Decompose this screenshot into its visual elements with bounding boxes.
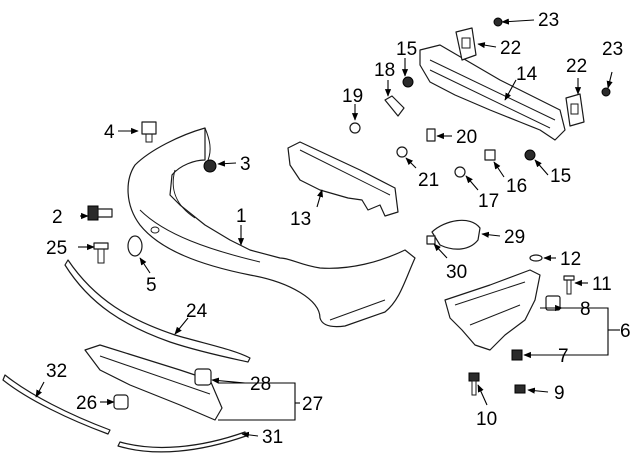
label-14: 14 — [516, 64, 538, 85]
screw-7[interactable] — [511, 349, 523, 361]
label-15-upper: 15 — [396, 39, 417, 60]
clip-16[interactable] — [484, 149, 496, 161]
callout-labels: 1 2 3 4 5 6 7 8 9 10 11 12 13 14 15 15 1… — [46, 10, 631, 448]
label-26: 26 — [76, 393, 97, 414]
label-6: 6 — [620, 321, 631, 342]
bolt-15b[interactable] — [524, 149, 536, 161]
bolt-11[interactable] — [563, 275, 575, 295]
label-13: 13 — [290, 209, 311, 230]
reinforcement-beam[interactable] — [419, 44, 566, 141]
bolt-3[interactable] — [203, 159, 217, 173]
screw-19[interactable] — [349, 122, 361, 134]
energy-absorber[interactable] — [287, 141, 399, 217]
label-30: 30 — [446, 262, 467, 283]
bolt-23b[interactable] — [601, 87, 611, 97]
label-11: 11 — [592, 274, 612, 295]
label-2: 2 — [52, 207, 63, 228]
screw-17[interactable] — [454, 166, 466, 178]
bolt-23a[interactable] — [493, 17, 503, 27]
screw-25[interactable] — [93, 242, 109, 264]
nut-26[interactable] — [113, 394, 129, 410]
label-15-lower: 15 — [550, 166, 571, 187]
side-bracket[interactable] — [431, 219, 481, 250]
clip-20[interactable] — [426, 128, 436, 142]
grommet-5[interactable] — [127, 235, 143, 257]
bracket-right[interactable] — [565, 93, 585, 127]
label-18: 18 — [374, 60, 395, 81]
bumper-cover[interactable] — [127, 127, 416, 328]
label-9: 9 — [554, 383, 565, 404]
label-29: 29 — [504, 227, 525, 248]
clip-12[interactable] — [529, 254, 543, 262]
label-7: 7 — [558, 346, 569, 367]
label-24: 24 — [186, 301, 208, 322]
label-5: 5 — [146, 275, 157, 296]
label-19: 19 — [342, 86, 363, 107]
label-31: 31 — [262, 427, 283, 448]
label-25: 25 — [46, 238, 67, 259]
clip-18[interactable] — [384, 95, 405, 117]
tow-hook-cover[interactable] — [194, 368, 212, 386]
label-10: 10 — [476, 409, 497, 430]
label-1: 1 — [236, 206, 247, 227]
label-23-right: 23 — [602, 39, 623, 60]
label-17: 17 — [478, 191, 499, 212]
bolt-2[interactable] — [87, 205, 113, 221]
bracket-upper[interactable] — [455, 27, 477, 61]
guide-bracket[interactable] — [444, 269, 541, 351]
chrome-strip[interactable] — [117, 431, 247, 453]
label-23-upper: 23 — [538, 10, 559, 31]
screw-21[interactable] — [396, 146, 408, 158]
label-16: 16 — [506, 176, 527, 197]
label-4: 4 — [104, 122, 115, 143]
label-21: 21 — [418, 170, 439, 191]
label-8: 8 — [580, 299, 591, 320]
label-28: 28 — [250, 374, 271, 395]
label-32: 32 — [46, 361, 67, 382]
label-12: 12 — [560, 249, 581, 270]
clip-30[interactable] — [426, 235, 436, 245]
screw-10[interactable] — [468, 372, 480, 396]
lower-molding[interactable] — [2, 374, 111, 435]
label-22-right: 22 — [566, 56, 587, 77]
label-3: 3 — [240, 154, 251, 175]
bolt-4[interactable] — [141, 121, 157, 143]
label-20: 20 — [456, 127, 477, 148]
lower-valance[interactable] — [84, 344, 223, 421]
leader-lines — [35, 18, 620, 438]
screw-9[interactable] — [514, 384, 526, 394]
label-22-upper: 22 — [500, 38, 521, 59]
lower-trim-strip[interactable] — [64, 259, 251, 363]
label-27: 27 — [302, 394, 323, 415]
bolt-15a[interactable] — [402, 76, 414, 88]
